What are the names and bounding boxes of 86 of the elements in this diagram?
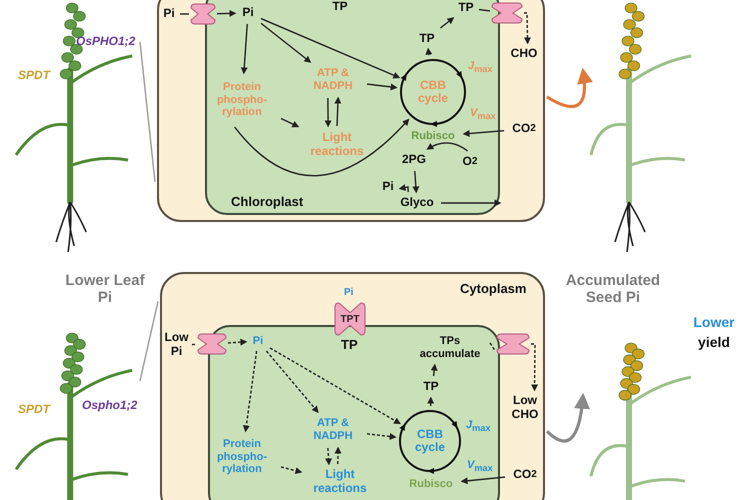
arrow [270,347,401,424]
variable-label: J$_{max}$ [466,419,490,434]
arrow [366,432,397,440]
cycle-circle: CBB cycle [397,408,463,474]
panel-heading: Chloroplast [231,194,304,209]
transporter-shape: TPT [334,303,366,335]
arrow [441,200,502,206]
annotation-text: yield [697,334,731,350]
arrow [260,22,312,63]
arrow [266,350,319,414]
metabolite-label: 2PG [397,151,431,169]
connector-line [192,344,196,346]
arrow [462,130,504,137]
process-label: ATP & NADPH [301,414,365,446]
metabolite-label: Pi [237,4,259,22]
arrow [234,118,410,176]
process-label: ATP & NADPH [301,64,365,96]
gene-label: SPDT [18,402,50,416]
process-label: Protein phospho-rylation [205,75,279,125]
transporter-shape [191,3,215,25]
cell-panel [157,0,545,222]
metabolite-label: Low Pi [163,330,190,360]
annotation-text: Accumulated Seed Pi [564,272,662,306]
gene-label: SPDT [18,68,50,82]
arrow [546,68,593,108]
arrow [546,392,590,443]
arrow [240,24,248,74]
metabolite-label: Light reactions [300,128,374,162]
metabolite-label: Glyco [395,194,439,212]
arrow [228,338,248,346]
arrow [324,98,332,128]
arrow [334,96,342,126]
arrow [280,118,300,128]
cycle-circle: CBB cycle [398,57,468,127]
process-label: Rubisco [402,477,460,492]
arrow [260,18,400,78]
connector-line [139,301,159,382]
transporter-shape [492,2,522,24]
arrow [430,364,438,376]
process-label: TPs accumulate [412,333,488,363]
arrow [325,448,332,466]
process-label: Protein phospho-rylation [205,433,279,481]
connector-line [478,8,490,12]
arrow [425,48,432,56]
arrow [334,446,342,464]
arrow [440,17,454,29]
arrow [524,12,531,44]
arrow [460,476,506,484]
connector-line [489,342,496,351]
metabolite-label: Pi [160,5,178,23]
metabolite-label: Pi [378,179,398,195]
connector-line [139,42,156,182]
chloroplast-panel [208,325,500,500]
arrow [531,343,538,392]
variable-label: J$_{max}$ [468,60,492,74]
metabolite-label: Light reactions [303,466,377,498]
metabolite-label: TP [418,378,444,396]
arrow [280,466,302,474]
transporter-shape [198,333,226,355]
annotation-text: Lower Leaf Pi [64,272,146,306]
variable-label: V$_{max}$ [470,107,496,122]
metabolite-label: TP [331,0,349,14]
arrow [366,83,398,90]
arrow [412,170,420,194]
arrow [427,396,434,406]
metabolite-label: TP [414,30,440,47]
arrow [242,350,258,432]
annotation-text: Lower [692,314,736,330]
transporter-shape [497,333,529,355]
cell-panel [160,272,545,500]
arrow [398,184,409,192]
process-label: Rubisco [404,129,462,144]
variable-label: V$_{max}$ [467,459,493,474]
process-label: Pi [248,333,268,349]
metabolite-label: TP [455,0,477,16]
arrow [426,142,468,152]
arrow [216,10,236,17]
metabolite-label: Low CHO [508,392,542,424]
gene-label: OsPHO1;2 [76,34,136,48]
panel-heading: Cytoplasm [460,281,526,296]
connector-line [180,13,189,15]
metabolite-label: TP [341,337,358,352]
gene-label: Ospho1;2 [82,398,138,412]
chloroplast-panel [205,0,500,215]
metabolite-label: Pi [344,287,354,298]
metabolite-label: CHO [506,45,542,63]
